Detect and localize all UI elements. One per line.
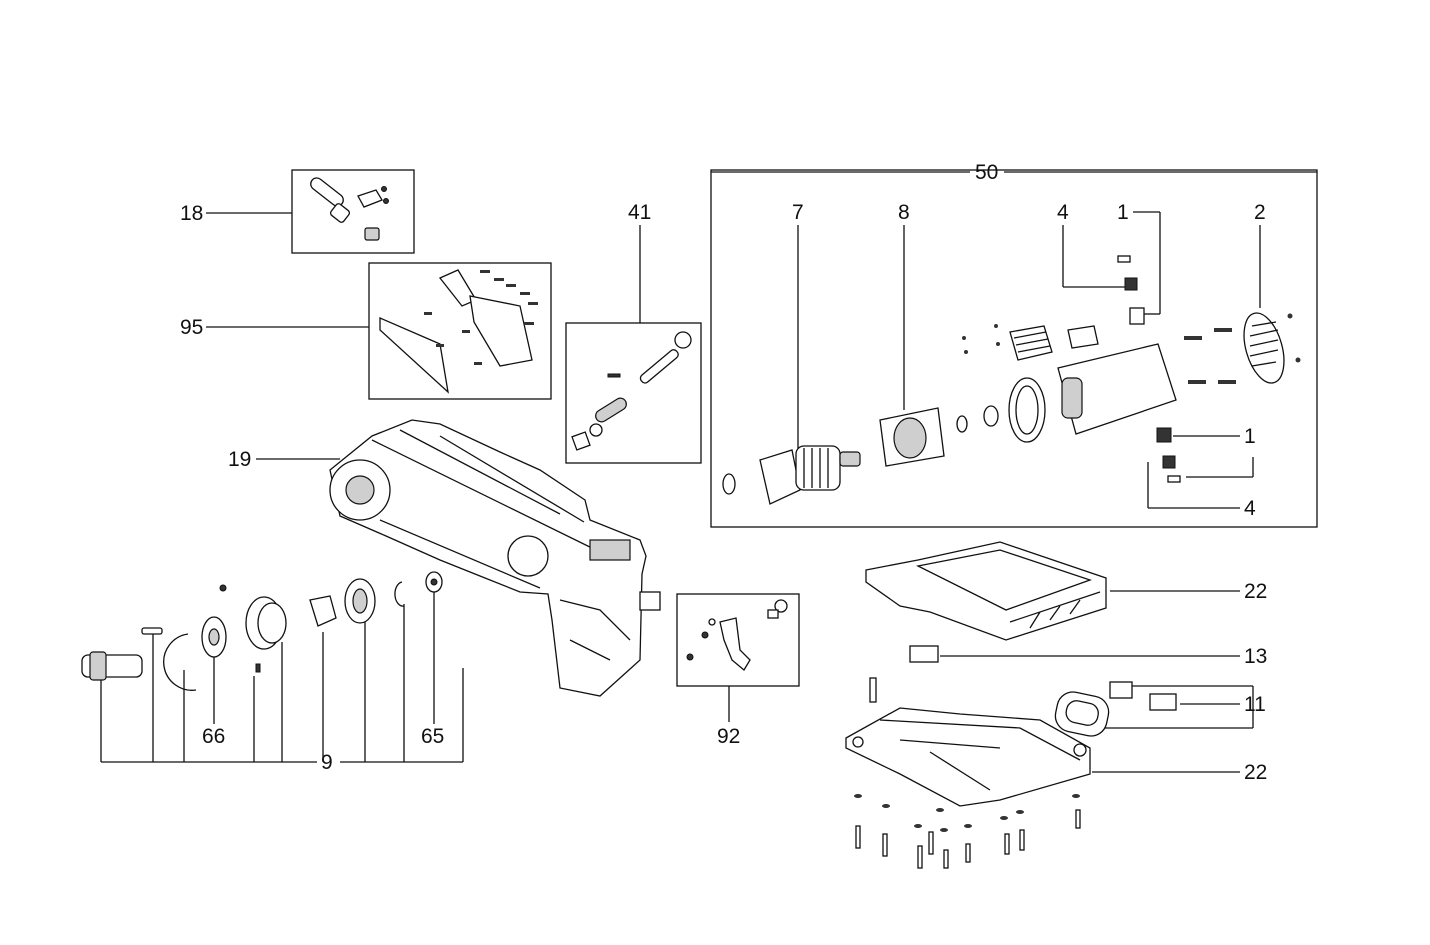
- label-19: 19: [228, 448, 251, 471]
- label-95: 95: [180, 316, 203, 339]
- part-group-92: [686, 599, 788, 671]
- part-group-11: [1054, 681, 1177, 737]
- label-92: 92: [717, 725, 740, 748]
- label-1-bottom: 1: [1244, 425, 1256, 448]
- group-box-41: [565, 322, 702, 464]
- label-22-bottom: 22: [1244, 761, 1267, 784]
- group-box-95: [368, 262, 552, 400]
- part-group-18: [310, 177, 389, 241]
- label-41: 41: [628, 201, 651, 224]
- label-11: 11: [1244, 693, 1266, 716]
- part-group-41: [571, 331, 692, 451]
- part-group-95: [379, 269, 538, 394]
- label-7: 7: [792, 201, 804, 224]
- group-box-18: [291, 169, 415, 254]
- label-18: 18: [180, 202, 203, 225]
- main-housing-19: [329, 419, 661, 697]
- leader-lines: [100, 171, 1317, 773]
- label-8: 8: [898, 201, 910, 224]
- cover-22-top: [865, 541, 1107, 641]
- group-box-50: [710, 169, 1318, 528]
- gear-assembly-9: [81, 571, 443, 691]
- base-22-bottom: [845, 677, 1091, 869]
- part-number-labels: 18 95 41 19 50 7 8 4 1 2 1 4 22 13 11 22…: [180, 161, 1267, 784]
- label-4-bottom: 4: [1244, 497, 1256, 520]
- label-2: 2: [1254, 201, 1266, 224]
- switch-13: [909, 645, 939, 663]
- label-9: 9: [321, 751, 333, 774]
- label-66: 66: [202, 725, 225, 748]
- label-50: 50: [975, 161, 998, 184]
- group-box-92: [676, 593, 800, 687]
- label-65: 65: [421, 725, 444, 748]
- label-13: 13: [1244, 645, 1267, 668]
- label-22-top: 22: [1244, 580, 1267, 603]
- label-4-top: 4: [1057, 201, 1069, 224]
- label-1-top: 1: [1117, 201, 1129, 224]
- motor-group-50: [722, 255, 1301, 505]
